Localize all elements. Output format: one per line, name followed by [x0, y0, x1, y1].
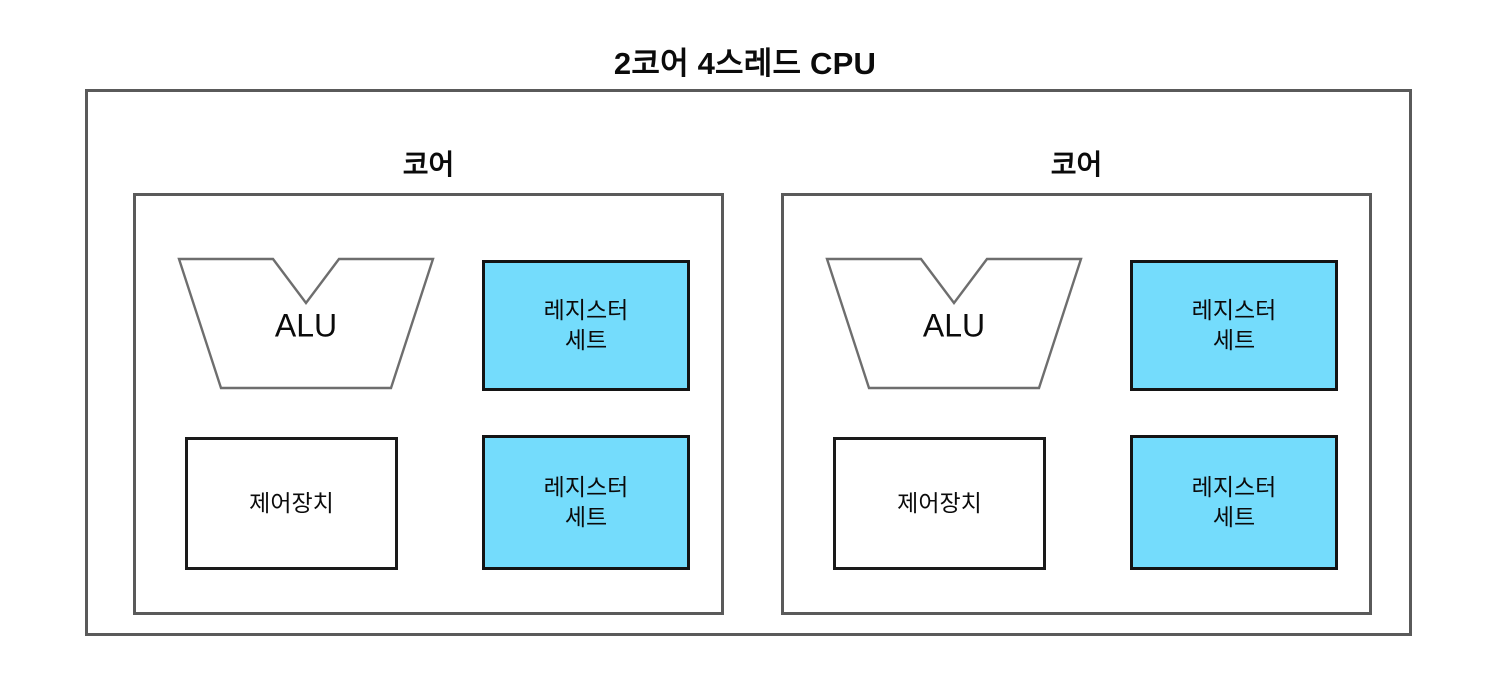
control-unit-label-1: 제어장치: [897, 489, 982, 516]
alu-shape-0: ALU: [175, 255, 437, 392]
register-set-top-label-0: 레지스터 세트: [543, 297, 629, 353]
core-label-0: 코어: [402, 149, 455, 180]
cpu-package-boundary: 코어 ALU 레지스터 세트: [85, 89, 1412, 636]
register-set-bottom-1: 레지스터 세트: [1130, 435, 1338, 570]
page-title: 2코어 4스레드 CPU: [613, 46, 877, 81]
register-set-top-1: 레지스터 세트: [1130, 260, 1338, 391]
register-set-top-0: 레지스터 세트: [482, 260, 690, 391]
core-units-grid-0: ALU 레지스터 세트 제어장치 레지스터 세트: [175, 255, 690, 585]
register-set-top-label-1: 레지스터 세트: [1191, 297, 1277, 353]
core-group-1: 코어 ALU 레지스터 세트: [781, 143, 1372, 615]
core-group-0: 코어 ALU 레지스터 세트: [133, 143, 724, 615]
core-boundary-0: ALU 레지스터 세트 제어장치 레지스터 세트: [133, 193, 724, 615]
alu-trapezoid-icon: [823, 255, 1085, 392]
alu-unit-1: ALU: [823, 255, 1085, 392]
control-unit-label-0: 제어장치: [249, 489, 334, 516]
control-unit-0: 제어장치: [185, 437, 398, 570]
register-set-bottom-label-1: 레지스터 세트: [1191, 474, 1277, 530]
core-units-grid-1: ALU 레지스터 세트 제어장치 레지스터 세트: [823, 255, 1338, 585]
register-set-bottom-label-0: 레지스터 세트: [543, 474, 629, 530]
register-set-bottom-0: 레지스터 세트: [482, 435, 690, 570]
core-boundary-1: ALU 레지스터 세트 제어장치 레지스터 세트: [781, 193, 1372, 615]
alu-unit-0: ALU: [175, 255, 437, 392]
control-unit-1: 제어장치: [833, 437, 1046, 570]
core-label-1: 코어: [1050, 149, 1103, 180]
alu-shape-1: ALU: [823, 255, 1085, 392]
alu-trapezoid-icon: [175, 255, 437, 392]
